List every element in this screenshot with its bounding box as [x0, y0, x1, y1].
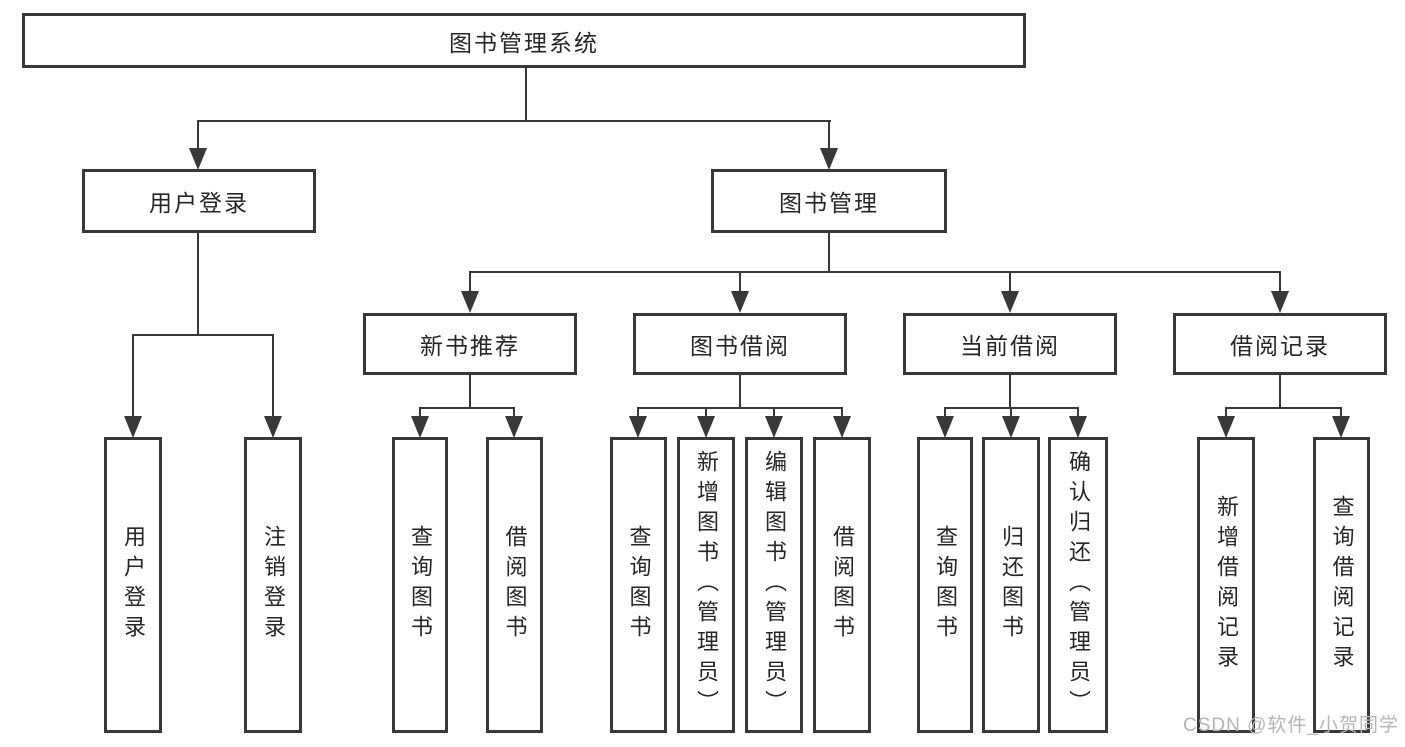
arrowhead-br-add: [1217, 416, 1235, 438]
node-leaf-bb-query-label: 查询图书: [626, 525, 652, 645]
node-current-borrow-label: 当前借阅: [960, 333, 1060, 359]
connector-stem-bb-borrow: [841, 407, 843, 419]
connector-stem-logout: [272, 334, 274, 419]
connector-user-login-bar: [132, 334, 274, 336]
arrowhead-borrow-records: [1271, 291, 1289, 313]
connector-stem-br-add: [1225, 407, 1227, 419]
arrowhead-logout: [264, 416, 282, 438]
node-leaf-br-add: 新增借阅记录: [1197, 437, 1255, 733]
node-leaf-br-add-label: 新增借阅记录: [1214, 495, 1239, 675]
connector-stem-bb-add: [705, 407, 707, 419]
node-current-borrow: 当前借阅: [903, 313, 1117, 375]
arrowhead-nb-query: [411, 416, 429, 438]
connector-stem-cb-return: [1010, 407, 1012, 419]
node-leaf-bb-query: 查询图书: [610, 437, 667, 733]
connector-stem-book-mgmt: [828, 120, 830, 152]
arrowhead-user-login: [189, 148, 207, 170]
node-leaf-cb-return: 归还图书: [982, 437, 1040, 733]
arrowhead-bb-edit: [765, 416, 783, 438]
connector-level3-bar: [469, 271, 1281, 273]
node-leaf-cb-query-label: 查询图书: [933, 525, 958, 645]
node-leaf-user-login-label: 用户登录: [121, 525, 146, 645]
node-leaf-bb-borrow-label: 借阅图书: [830, 525, 855, 645]
arrowhead-bb-borrow: [833, 416, 851, 438]
connector-root-trunk: [525, 68, 527, 121]
node-user-login: 用户登录: [82, 169, 316, 233]
connector-stem-nb-query: [419, 407, 421, 419]
connector-stem-cb-confirm: [1077, 407, 1079, 419]
arrowhead-br-query: [1332, 416, 1350, 438]
node-leaf-nb-query-label: 查询图书: [408, 525, 433, 645]
arrowhead-cb-query: [936, 416, 954, 438]
arrowhead-login: [124, 416, 142, 438]
connector-stem-new-books: [469, 271, 471, 297]
connector-book-borrow-bar: [637, 407, 843, 409]
node-leaf-nb-borrow-label: 借阅图书: [502, 525, 528, 645]
node-book-mgmt-label: 图书管理: [779, 190, 879, 216]
connector-user-login-trunk: [197, 233, 199, 336]
node-leaf-cb-confirm-label: 确认归还（管理员）: [1066, 450, 1091, 720]
node-user-login-label: 用户登录: [149, 190, 249, 216]
connector-stem-borrow-records: [1279, 271, 1281, 297]
arrowhead-book-borrow: [731, 291, 749, 313]
node-leaf-logout: 注销登录: [244, 437, 302, 733]
connector-stem-login: [132, 334, 134, 419]
connector-stem-bb-query: [637, 407, 639, 419]
connector-new-books-trunk: [469, 375, 471, 409]
connector-borrow-records-trunk: [1279, 375, 1281, 409]
node-leaf-cb-return-label: 归还图书: [999, 525, 1024, 645]
node-borrow-records-label: 借阅记录: [1230, 333, 1330, 359]
node-leaf-br-query-label: 查询借阅记录: [1329, 495, 1355, 675]
node-leaf-cb-confirm: 确认归还（管理员）: [1048, 437, 1108, 733]
arrowhead-bb-add: [697, 416, 715, 438]
node-leaf-bb-add-label: 新增图书（管理员）: [694, 450, 719, 720]
watermark: CSDN @软件_小贺同学: [1183, 715, 1399, 736]
node-leaf-cb-query: 查询图书: [917, 437, 973, 733]
node-leaf-br-query: 查询借阅记录: [1313, 437, 1370, 733]
connector-stem-br-query: [1340, 407, 1342, 419]
node-root-label: 图书管理系统: [449, 29, 599, 56]
connector-level1-bar: [197, 120, 831, 122]
node-root: 图书管理系统: [22, 13, 1026, 68]
arrowhead-new-books: [461, 291, 479, 313]
node-new-books: 新书推荐: [363, 313, 577, 375]
node-book-borrow-label: 图书借阅: [690, 333, 790, 359]
node-leaf-bb-borrow: 借阅图书: [813, 437, 871, 733]
node-leaf-logout-label: 注销登录: [261, 525, 286, 645]
connector-book-mgmt-trunk: [828, 233, 830, 273]
connector-current-borrow-trunk: [1009, 375, 1011, 409]
node-leaf-bb-add: 新增图书（管理员）: [677, 437, 735, 733]
connector-stem-cb-query: [944, 407, 946, 419]
connector-stem-book-borrow: [739, 271, 741, 297]
arrowhead-bb-query: [629, 416, 647, 438]
node-leaf-nb-borrow: 借阅图书: [486, 437, 543, 733]
connector-stem-bb-edit: [773, 407, 775, 419]
connector-new-books-bar: [419, 407, 515, 409]
node-new-books-label: 新书推荐: [420, 333, 520, 359]
node-borrow-records: 借阅记录: [1173, 313, 1387, 375]
node-book-borrow: 图书借阅: [633, 313, 847, 375]
arrowhead-book-mgmt: [820, 148, 838, 170]
connector-book-borrow-trunk: [739, 375, 741, 409]
arrowhead-current-borrow: [1001, 291, 1019, 313]
connector-stem-current-borrow: [1009, 271, 1011, 297]
arrowhead-nb-borrow: [505, 416, 523, 438]
arrowhead-cb-return: [1002, 416, 1020, 438]
connector-stem-user-login: [197, 120, 199, 152]
node-leaf-nb-query: 查询图书: [392, 437, 448, 733]
node-leaf-bb-edit-label: 编辑图书（管理员）: [762, 450, 787, 720]
connector-stem-nb-borrow: [513, 407, 515, 419]
node-book-mgmt: 图书管理: [711, 169, 947, 233]
arrowhead-cb-confirm: [1069, 416, 1087, 438]
node-leaf-user-login: 用户登录: [104, 437, 162, 733]
node-leaf-bb-edit: 编辑图书（管理员）: [745, 437, 803, 733]
connector-borrow-records-bar: [1225, 407, 1342, 409]
